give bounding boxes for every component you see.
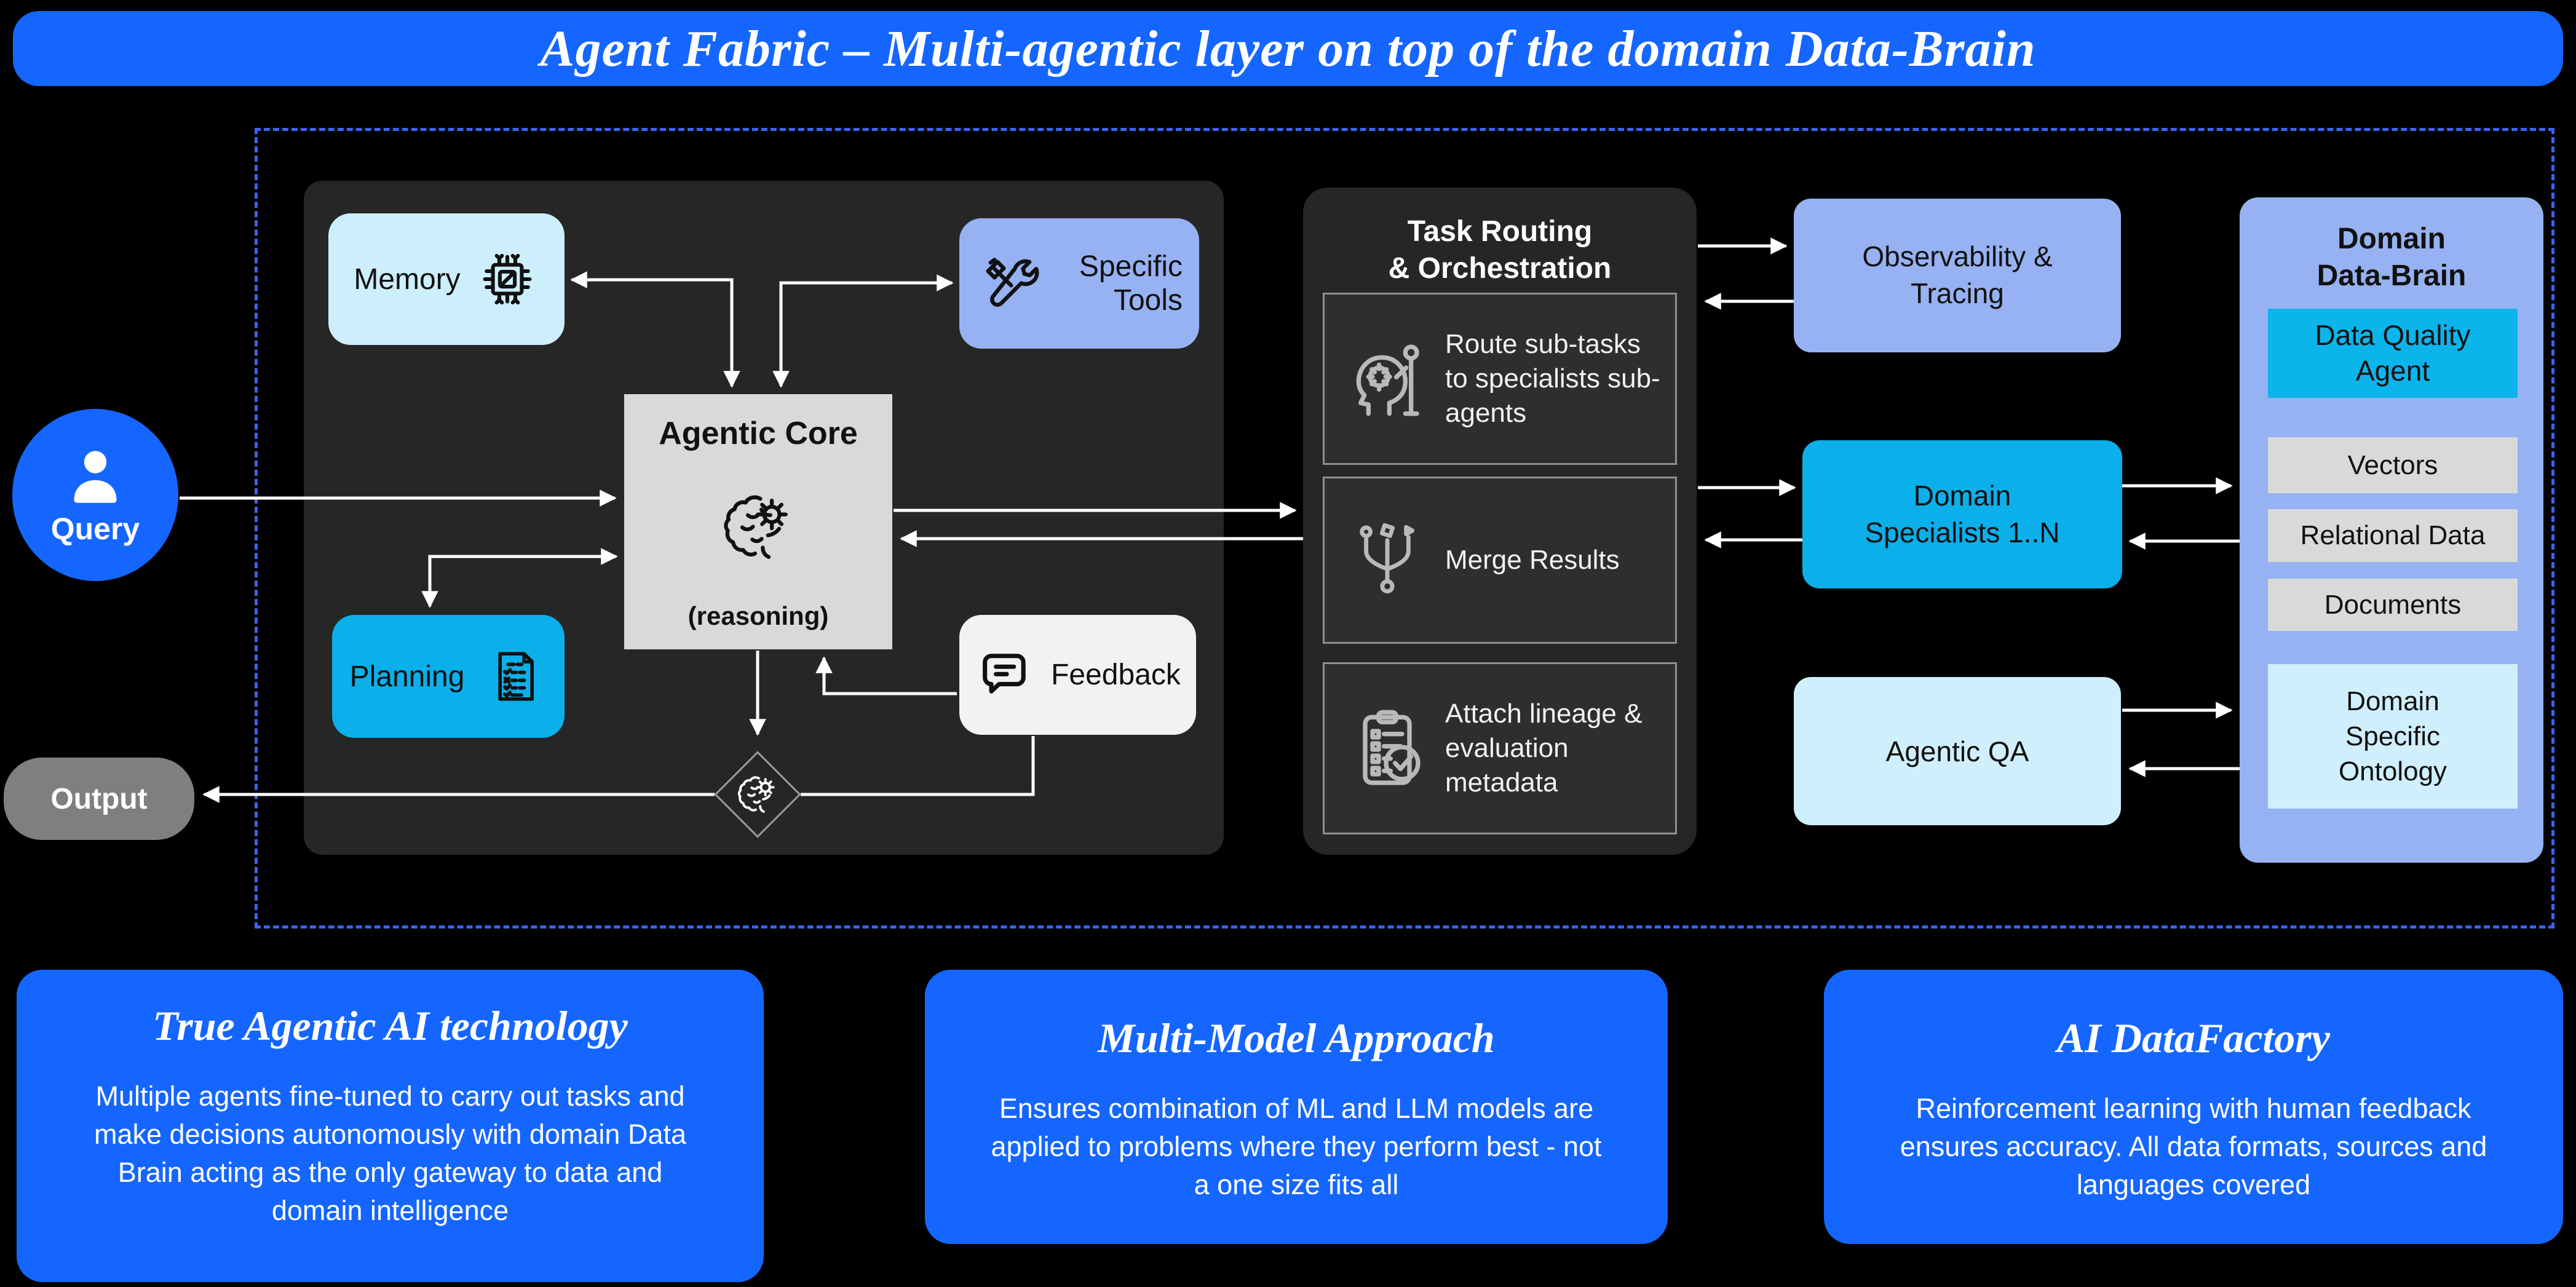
- data-brain-item-label: Documents: [2324, 589, 2462, 620]
- head-gear-icon: [1338, 330, 1437, 428]
- planning-label: Planning: [349, 660, 465, 693]
- chip-icon: [475, 247, 539, 311]
- feedback-node: Feedback: [959, 615, 1196, 735]
- card-title: AI DataFactory: [2057, 1015, 2330, 1061]
- agentic-core-node: Agentic Core (reasoning): [624, 394, 892, 649]
- task-routing-title: Task Routing & Orchestration: [1388, 215, 1612, 285]
- card-multi-model: Multi-Model Approach Ensures combination…: [925, 970, 1668, 1244]
- card-body: Multiple agents fine-tuned to carry out …: [94, 1080, 686, 1227]
- brain-diamond-decision: [714, 751, 801, 838]
- output-node: Output: [4, 758, 194, 840]
- observability-node: Observability & Tracing: [1794, 199, 2121, 352]
- hammer-wrench-icon: [976, 250, 1044, 317]
- routing-item-label: Route sub-tasks to specialists sub-agent…: [1445, 328, 1660, 429]
- card-title: True Agentic AI technology: [153, 1002, 628, 1049]
- specific-tools-label: Specific Tools: [1079, 250, 1183, 317]
- card-title: Multi-Model Approach: [1098, 1015, 1495, 1061]
- data-brain-item-quality-agent: Data Quality Agent: [2268, 309, 2518, 398]
- data-brain-item-vectors: Vectors: [2268, 437, 2518, 493]
- routing-item-attach-lineage: Attach lineage & evaluation metadata: [1323, 662, 1677, 834]
- agentic-qa-node: Agentic QA: [1794, 677, 2121, 825]
- output-label: Output: [50, 782, 148, 815]
- card-body: Reinforcement learning with human feedba…: [1900, 1093, 2487, 1201]
- card-true-agentic-ai: True Agentic AI technology Multiple agen…: [17, 970, 764, 1282]
- data-brain-item-documents: Documents: [2268, 579, 2518, 631]
- routing-item-route-subtasks: Route sub-tasks to specialists sub-agent…: [1323, 293, 1677, 465]
- observability-label: Observability & Tracing: [1862, 240, 2053, 309]
- agent-fabric-boundary: [255, 128, 2554, 929]
- task-routing-panel: Task Routing & Orchestration Route sub-t…: [1303, 188, 1697, 855]
- agentic-qa-label: Agentic QA: [1885, 735, 2029, 767]
- checklist-icon: [483, 644, 547, 708]
- specific-tools-node: Specific Tools: [959, 218, 1199, 349]
- brain-gear-icon: [716, 485, 800, 569]
- planning-node: Planning: [332, 615, 565, 738]
- agentic-core-subtitle: (reasoning): [688, 601, 829, 630]
- data-brain-item-ontology: Domain Specific Ontology: [2268, 664, 2518, 809]
- card-body: Ensures combination of ML and LLM models…: [991, 1093, 1602, 1201]
- query-label: Query: [50, 512, 140, 546]
- agentic-core-title: Agentic Core: [659, 416, 858, 451]
- data-brain-title: Domain Data-Brain: [2316, 223, 2467, 292]
- data-brain-item-label: Relational Data: [2300, 520, 2486, 550]
- merge-flow-icon: [1338, 514, 1437, 606]
- brain-diamond-icon: [734, 770, 782, 818]
- data-brain-item-label: Vectors: [2347, 449, 2438, 480]
- slide-title: Agent Fabric – Multi-agentic layer on to…: [540, 20, 2036, 77]
- routing-item-label: Attach lineage & evaluation metadata: [1445, 698, 1643, 798]
- domain-data-brain-panel: Domain Data-Brain Data Quality Agent Vec…: [2240, 197, 2543, 863]
- memory-node: Memory: [328, 213, 565, 345]
- speech-bubble-icon: [975, 644, 1036, 706]
- memory-label: Memory: [354, 263, 461, 296]
- data-brain-item-label: Data Quality Agent: [2315, 319, 2471, 387]
- clipboard-check-icon: [1338, 699, 1437, 798]
- routing-item-label: Merge Results: [1445, 544, 1620, 575]
- card-ai-datafactory: AI DataFactory Reinforcement learning wi…: [1824, 970, 2563, 1244]
- data-brain-item-relational: Relational Data: [2268, 509, 2518, 562]
- domain-specialists-label: Domain Specialists 1..N: [1865, 479, 2060, 548]
- domain-specialists-node: Domain Specialists 1..N: [1802, 440, 2122, 588]
- slide-title-banner: Agent Fabric – Multi-agentic layer on to…: [13, 11, 2563, 86]
- feedback-label: Feedback: [1051, 659, 1181, 691]
- person-icon: [61, 443, 130, 507]
- query-node: Query: [12, 409, 178, 581]
- routing-item-merge-results: Merge Results: [1323, 477, 1677, 644]
- data-brain-item-label: Domain Specific Ontology: [2338, 686, 2447, 787]
